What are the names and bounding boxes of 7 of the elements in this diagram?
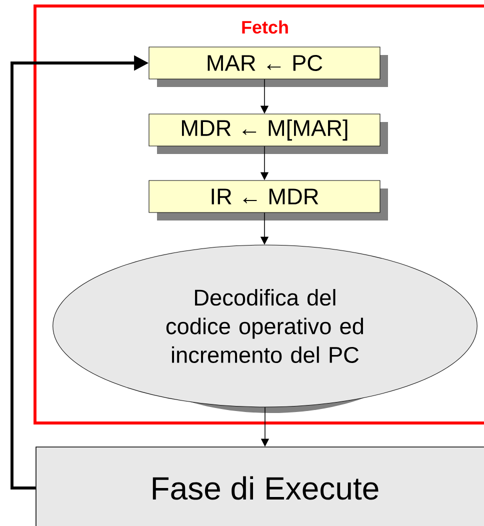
execute-box [36, 446, 484, 526]
process-box: MDR ← M[MAR] [148, 114, 388, 154]
process-box: IR ← MDR [148, 180, 388, 220]
box-label: Fase di Execute [152, 476, 378, 500]
frame-title: Fetch [242, 20, 288, 34]
fetch-frame [34, 4, 484, 424]
process-box: MAR ← PC [148, 46, 388, 87]
